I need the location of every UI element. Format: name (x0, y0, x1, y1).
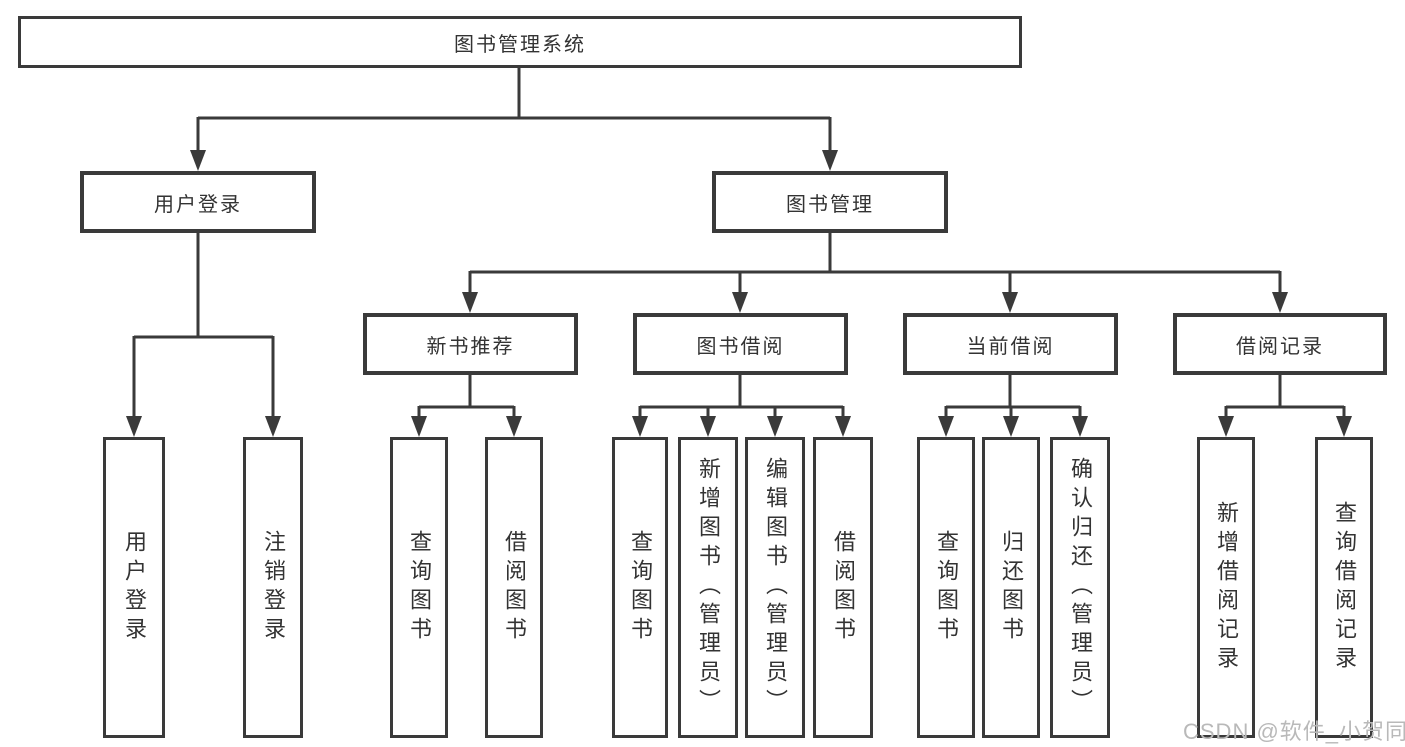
leaf-user-login: 用户登录 (103, 437, 165, 738)
leaf-return-books: 归还图书 (982, 437, 1040, 738)
leaf-borrow-books-recommend: 借阅图书 (485, 437, 543, 738)
leaf-logout: 注销登录 (243, 437, 303, 738)
arrowheads (126, 150, 1352, 437)
node-new-book-recommend: 新书推荐 (363, 313, 578, 375)
leaf-confirm-return-admin: 确认归还（管理员） (1050, 437, 1110, 738)
node-current-borrow: 当前借阅 (903, 313, 1118, 375)
leaf-add-books-admin: 新增图书（管理员） (678, 437, 738, 738)
leaf-query-books-current: 查询图书 (917, 437, 975, 738)
node-borrow-records: 借阅记录 (1173, 313, 1387, 375)
leaf-query-books-borrow: 查询图书 (612, 437, 668, 738)
leaf-edit-books-admin: 编辑图书（管理员） (745, 437, 805, 738)
csdn-watermark: CSDN @软件_小贺同学 (1183, 719, 1405, 744)
leaf-query-books-recommend: 查询图书 (390, 437, 448, 738)
leaf-query-borrow-record: 查询借阅记录 (1315, 437, 1373, 738)
node-user-login: 用户登录 (80, 171, 316, 233)
leaf-add-borrow-record: 新增借阅记录 (1197, 437, 1255, 738)
leaf-borrow-books: 借阅图书 (813, 437, 873, 738)
node-book-borrow: 图书借阅 (633, 313, 848, 375)
node-book-management: 图书管理 (712, 171, 948, 233)
node-library-management-system: 图书管理系统 (18, 16, 1022, 68)
